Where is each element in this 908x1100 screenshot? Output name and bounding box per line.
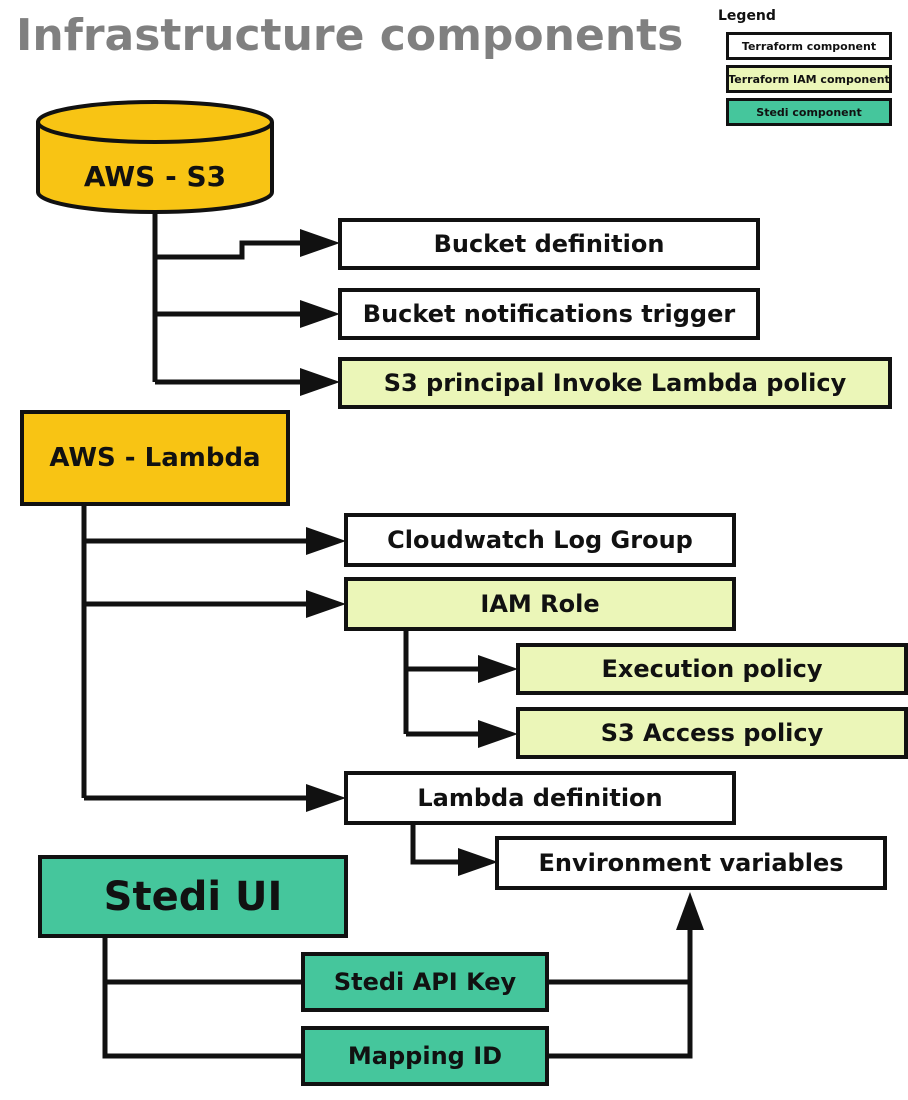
arrowhead	[478, 720, 518, 748]
arrowhead	[306, 527, 346, 555]
arrowhead	[300, 368, 340, 396]
lambda-definition-node: Lambda definition	[344, 771, 736, 825]
s3-invoke-policy-node: S3 principal Invoke Lambda policy	[338, 357, 892, 409]
execution-policy-node: Execution policy	[516, 643, 908, 695]
legend-item-terraform-iam: Terraform IAM component	[726, 65, 892, 93]
arrowhead	[300, 229, 340, 257]
stedi-api-key-node: Stedi API Key	[301, 952, 549, 1012]
arrowhead	[676, 892, 704, 930]
lambda-node: AWS - Lambda	[20, 410, 290, 506]
arrowhead	[306, 590, 346, 618]
definition-to-env-arrow	[410, 825, 458, 865]
legend-item-stedi: Stedi component	[726, 98, 892, 126]
s3-access-policy-node: S3 Access policy	[516, 707, 908, 759]
iam-role-node: IAM Role	[344, 577, 736, 631]
bucket-definition-node: Bucket definition	[338, 218, 760, 270]
arrowhead	[306, 784, 346, 812]
arrowhead	[478, 655, 518, 683]
arrowhead	[458, 848, 498, 876]
bucket-notifications-node: Bucket notifications trigger	[338, 288, 760, 340]
arrowhead	[300, 300, 340, 328]
legend-item-terraform: Terraform component	[726, 32, 892, 60]
mapping-id-out-line	[548, 930, 693, 1059]
s3-cylinder-shape	[36, 100, 274, 214]
mapping-id-node: Mapping ID	[301, 1026, 549, 1086]
page-title: Infrastructure components	[16, 10, 684, 61]
stedi-ui-node: Stedi UI	[38, 855, 348, 938]
s3-to-bucket-definition-arrow	[155, 240, 300, 260]
environment-variables-node: Environment variables	[495, 836, 887, 890]
legend-title: Legend	[718, 8, 776, 24]
cloudwatch-node: Cloudwatch Log Group	[344, 513, 736, 567]
s3-node-label: AWS - S3	[83, 160, 227, 193]
stedi-trunk-line	[102, 938, 302, 1059]
